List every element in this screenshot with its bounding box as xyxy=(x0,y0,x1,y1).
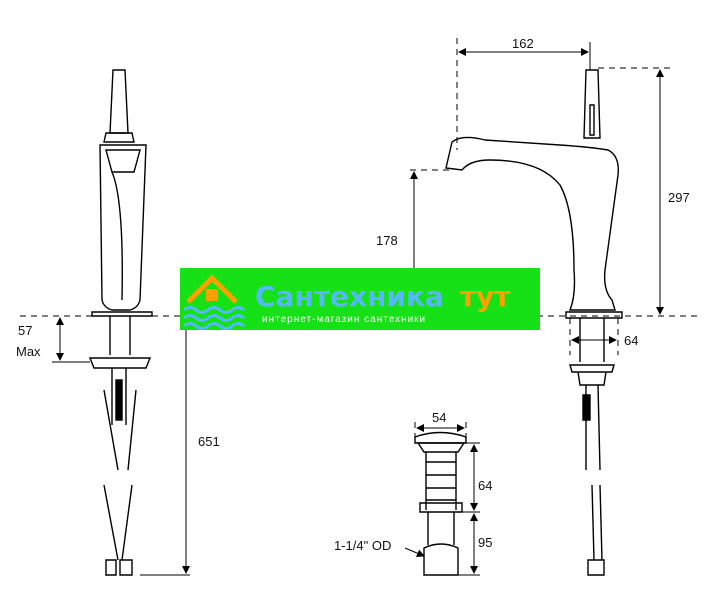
dim-hose-length: 651 xyxy=(198,434,220,449)
dim-drain-od: 1-1/4" OD xyxy=(334,538,391,553)
watermark-brand-main: Сантехника xyxy=(255,280,444,313)
house-wave-icon xyxy=(183,274,245,330)
right-faucet-side-view xyxy=(445,69,623,576)
solid-extension-lines xyxy=(52,42,591,576)
dim-drain-body-height: 64 xyxy=(478,478,492,493)
watermark-brand: Сантехника тут xyxy=(255,280,511,313)
dim-width-top: 162 xyxy=(512,36,534,51)
dim-drain-tail-height: 95 xyxy=(478,535,492,550)
dim-base-height: 57 xyxy=(18,323,32,338)
dim-drain-width: 54 xyxy=(432,410,446,425)
dim-height-total: 297 xyxy=(668,190,690,205)
watermark-brand-accent: тут xyxy=(460,280,511,313)
watermark-band xyxy=(180,268,540,330)
left-faucet-side-view xyxy=(88,69,153,576)
dim-spout-height: 178 xyxy=(376,233,398,248)
reference-lines xyxy=(20,38,700,437)
watermark-tagline: интернет-магазин сантехники xyxy=(262,314,426,325)
dim-max-label: Max xyxy=(16,344,41,359)
dimension-arrows xyxy=(56,48,664,574)
dim-base-width: 64 xyxy=(624,333,638,348)
drain-assembly xyxy=(414,431,467,576)
watermark: Сантехника тут интернет-магазин сантехни… xyxy=(180,268,540,330)
